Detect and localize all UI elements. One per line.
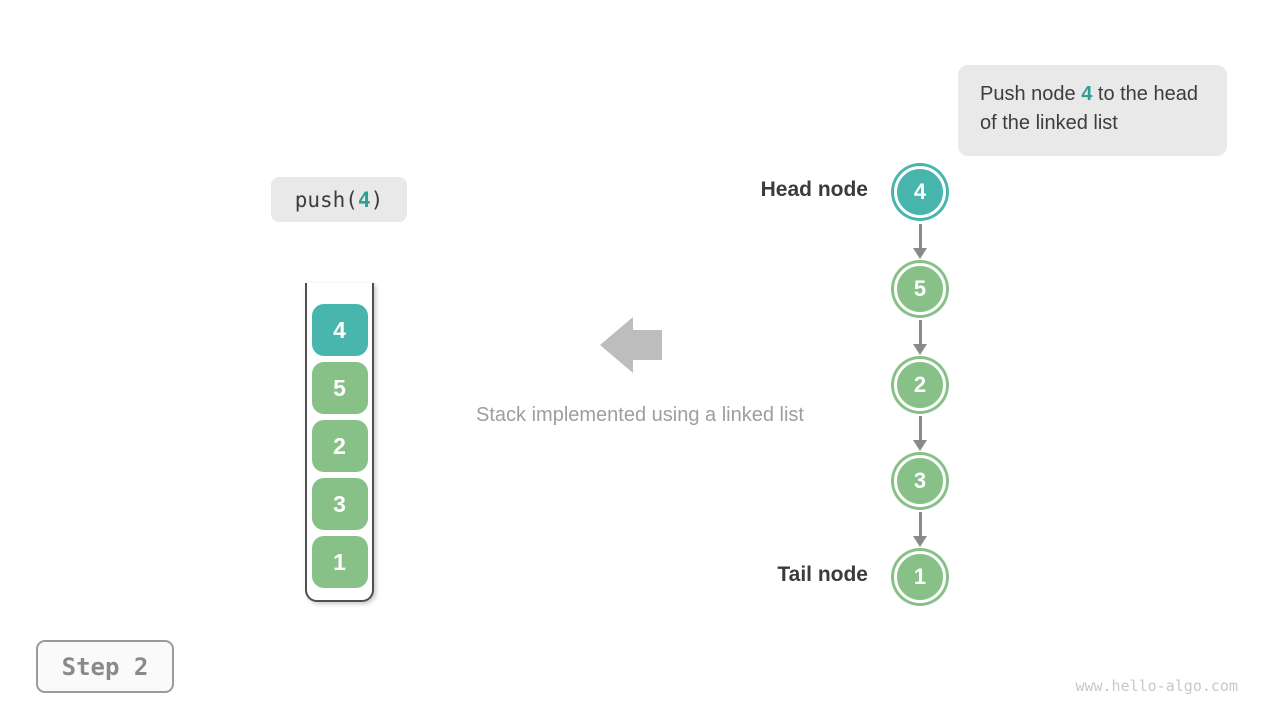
linked-list-node: 3 <box>894 455 946 507</box>
callout-text-prefix: Push node <box>980 83 1082 105</box>
linked-list-node: 4 <box>894 166 946 218</box>
stack-item: 2 <box>311 420 368 472</box>
operation-prefix: push( <box>294 187 358 212</box>
step-badge: Step 2 <box>36 640 174 693</box>
caption-text: Stack implemented using a linked list <box>476 404 804 426</box>
left-block-arrow-icon <box>600 317 662 373</box>
stack-item: 5 <box>311 362 368 414</box>
callout-value: 4 <box>1081 83 1093 105</box>
link-arrow-icon <box>911 224 929 259</box>
link-arrow-icon <box>911 416 929 451</box>
link-arrow-icon <box>911 320 929 355</box>
watermark-text: www.hello-algo.com <box>1075 677 1238 695</box>
tail-node-label: Tail node <box>777 563 868 586</box>
stack-item: 3 <box>311 478 368 530</box>
callout-box: Push node 4 to the head of the linked li… <box>958 65 1227 156</box>
operation-suffix: ) <box>370 187 384 212</box>
linked-list-node: 5 <box>894 263 946 315</box>
stack-container: 4 5 2 3 1 <box>305 283 374 602</box>
head-node-label: Head node <box>760 178 868 201</box>
linked-list-node: 1 <box>894 551 946 603</box>
stack-item: 4 <box>311 304 368 356</box>
linked-list-node: 2 <box>894 359 946 411</box>
operation-value: 4 <box>357 187 371 212</box>
operation-code-box: push(4) <box>271 177 407 222</box>
stack-item: 1 <box>311 536 368 588</box>
link-arrow-icon <box>911 512 929 547</box>
callout-text-suffix: to the head of the linked list <box>980 83 1198 134</box>
